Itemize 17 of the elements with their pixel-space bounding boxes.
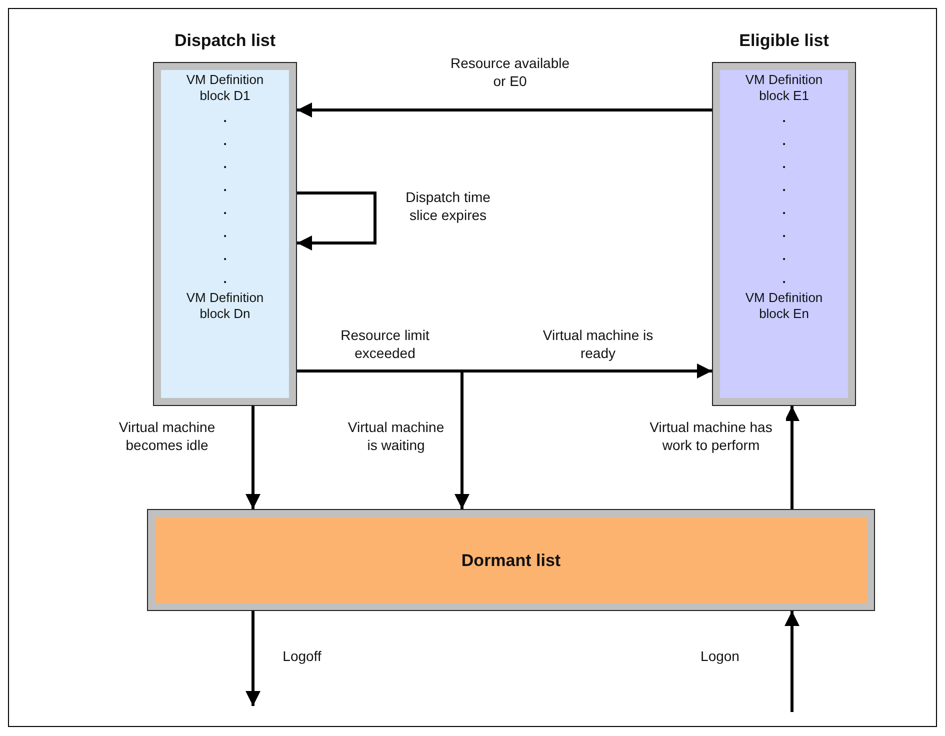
- list-bar: [147, 509, 875, 611]
- arrow: [297, 102, 712, 118]
- block-label: VM Definition block D1: [185, 72, 265, 104]
- block-label: VM Definition block En: [744, 290, 824, 322]
- arrow: [784, 406, 800, 509]
- arrow: [246, 611, 260, 706]
- ellipsis-dots: . . . . . . . .: [222, 109, 228, 288]
- block-label: VM Definition block E1: [744, 72, 824, 104]
- arrow: [297, 370, 470, 509]
- arrow: [297, 192, 376, 250]
- arrow: [784, 611, 800, 712]
- block-label: VM Definition block Dn: [185, 290, 265, 322]
- arrow: [246, 406, 260, 509]
- ellipsis-dots: . . . . . . . .: [781, 109, 787, 288]
- list-title: Dispatch list: [173, 31, 277, 51]
- list-title: Eligible list: [738, 31, 830, 51]
- list-title: Dormant list: [461, 553, 561, 569]
